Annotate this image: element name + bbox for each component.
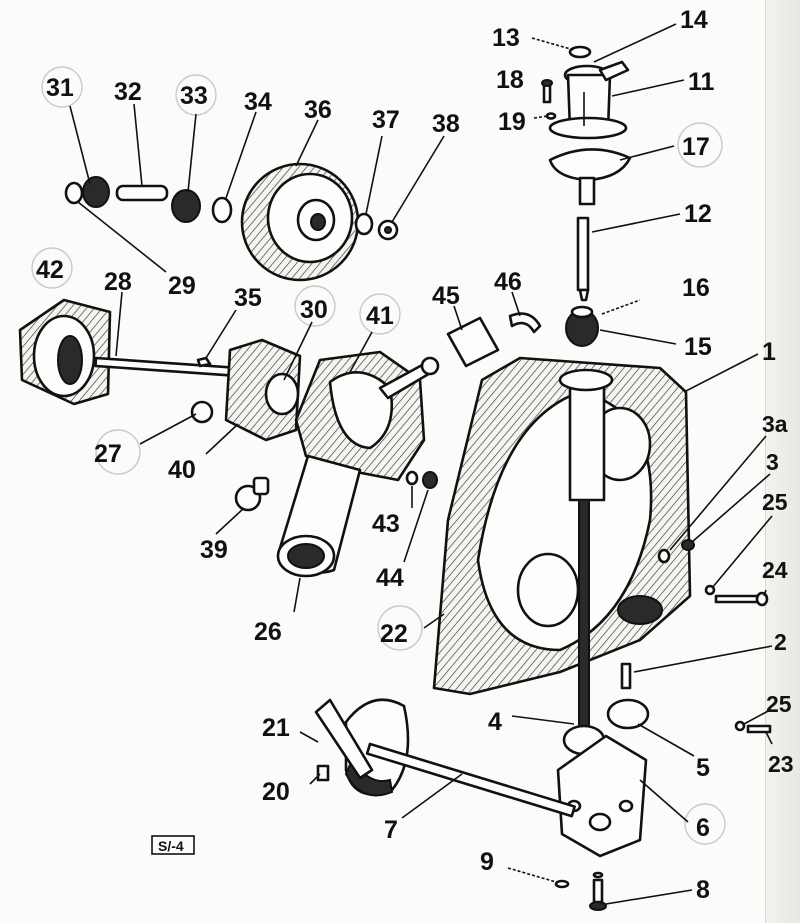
callout-27: 27 <box>94 440 122 468</box>
pulley-36 <box>240 162 399 282</box>
callout-6: 6 <box>696 814 710 842</box>
back-plate-42 <box>18 298 245 406</box>
callout-41: 41 <box>366 302 394 330</box>
bearing-set <box>64 176 233 224</box>
reference-box-label: S/-4 <box>158 838 184 854</box>
callout-17: 17 <box>682 133 710 161</box>
callout-numbers: 13 14 18 11 19 17 12 16 15 1 31 32 33 34… <box>36 6 794 904</box>
callout-30: 30 <box>300 296 328 324</box>
callout-36: 36 <box>304 96 332 124</box>
callout-18: 18 <box>496 66 524 94</box>
callout-21: 21 <box>262 714 290 742</box>
callout-28: 28 <box>104 268 132 296</box>
callout-15: 15 <box>684 333 712 361</box>
water-pump-body-41 <box>276 350 440 578</box>
callout-14: 14 <box>680 6 708 34</box>
callout-5: 5 <box>696 754 710 782</box>
callout-25-lower: 25 <box>766 691 792 717</box>
callout-38: 38 <box>432 110 460 138</box>
oil-strainer-7 <box>314 698 576 818</box>
drain-plug-39 <box>234 476 270 512</box>
cover-plate-40 <box>190 338 302 442</box>
callout-34: 34 <box>244 88 272 116</box>
callout-26: 26 <box>254 618 282 646</box>
reference-box: S/-4 <box>151 835 195 855</box>
callout-37: 37 <box>372 106 400 134</box>
callout-46: 46 <box>494 268 522 296</box>
callout-33: 33 <box>180 82 208 110</box>
drive-shaft-12 <box>576 216 590 302</box>
callout-8: 8 <box>696 876 710 904</box>
callout-35: 35 <box>234 284 262 312</box>
callout-9: 9 <box>480 848 494 876</box>
leader-lines <box>69 23 773 905</box>
callout-19: 19 <box>498 108 526 136</box>
drive-gear-15 <box>565 299 641 347</box>
callout-25-upper: 25 <box>762 489 788 515</box>
callout-20: 20 <box>262 778 290 806</box>
callout-16: 16 <box>682 274 710 302</box>
callout-23: 23 <box>768 751 794 777</box>
callout-31: 31 <box>46 74 74 102</box>
callout-43: 43 <box>372 510 400 538</box>
page-edge <box>765 0 800 923</box>
callout-13: 13 <box>492 24 520 52</box>
oil-pump-body-6 <box>556 734 648 858</box>
hose-45 <box>446 312 542 368</box>
callout-4: 4 <box>488 708 502 736</box>
callout-3a: 3a <box>762 411 788 437</box>
callout-11: 11 <box>688 68 715 96</box>
callout-39: 39 <box>200 536 228 564</box>
callout-40: 40 <box>168 456 196 484</box>
circle-markings <box>31 66 726 845</box>
callout-44: 44 <box>376 564 404 592</box>
callout-1: 1 <box>762 338 776 366</box>
callout-12: 12 <box>684 200 712 228</box>
pump-drive-housing-11 <box>541 45 632 206</box>
timing-cover-1 <box>432 356 692 696</box>
callout-45: 45 <box>432 282 460 310</box>
callout-3: 3 <box>766 449 779 475</box>
callout-42: 42 <box>36 256 64 284</box>
callout-7: 7 <box>384 816 398 844</box>
callout-24: 24 <box>762 557 788 583</box>
callout-2: 2 <box>774 629 787 655</box>
callout-29: 29 <box>168 272 196 300</box>
callout-22: 22 <box>380 620 408 648</box>
callout-32: 32 <box>114 78 142 106</box>
